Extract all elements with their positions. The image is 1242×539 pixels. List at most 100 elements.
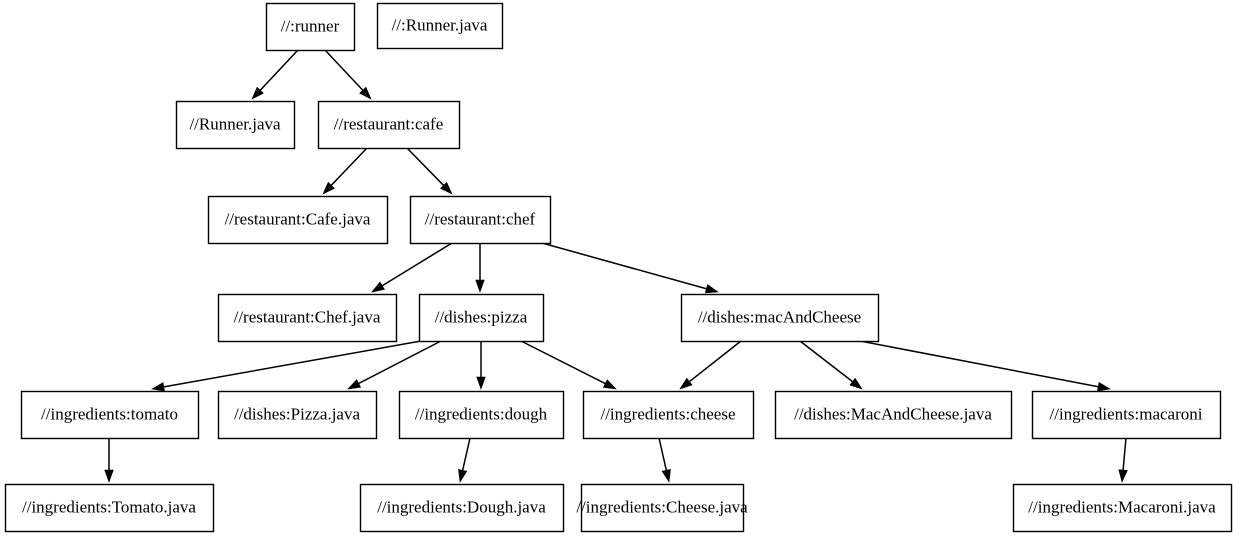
edge-arrowhead <box>476 376 486 390</box>
edge-line <box>358 340 442 385</box>
graph-node-ing_macaroni_java[interactable]: //ingredients:Macaroni.java <box>1012 483 1233 533</box>
node-border <box>217 293 398 343</box>
edge-dishes_pizza-to-ing_cheese <box>520 340 617 390</box>
graph-node-dishes_mac[interactable]: //dishes:macAndCheese <box>680 293 880 343</box>
node-border <box>359 483 565 533</box>
edge-ing_cheese-to-ing_cheese_java <box>658 437 671 483</box>
graph-node-restaurant_cafe_java[interactable]: //restaurant:Cafe.java <box>207 195 389 245</box>
edge-line <box>859 340 1099 388</box>
edge-arrowhead <box>1097 382 1111 392</box>
graph-node-ing_dough[interactable]: //ingredients:dough <box>398 390 565 440</box>
edge-arrowhead <box>679 377 693 390</box>
graph-node-runner_java[interactable]: //Runner.java <box>175 100 296 150</box>
node-label: //ingredients:tomato <box>41 404 178 423</box>
edge-line <box>658 437 668 471</box>
node-label: //ingredients:Cheese.java <box>576 497 748 516</box>
node-label: //restaurant:Chef.java <box>234 307 381 326</box>
graph-node-ing_dough_java[interactable]: //ingredients:Dough.java <box>359 483 565 533</box>
node-border <box>580 483 745 533</box>
node-label: //ingredients:Tomato.java <box>22 497 196 516</box>
edge-runner-to-restaurant_cafe <box>324 49 372 100</box>
edge-line <box>330 147 368 186</box>
graph-node-restaurant_chef_java[interactable]: //restaurant:Chef.java <box>217 293 398 343</box>
edge-arrowhead <box>661 468 671 483</box>
node-border <box>265 2 356 52</box>
node-border <box>582 390 755 440</box>
edge-dishes_pizza-to-ing_dough <box>476 341 486 390</box>
edge-ing_tomato-to-ing_tomato_java <box>104 438 114 483</box>
graph-node-runner[interactable]: //:runner <box>265 2 356 52</box>
edge-dishes_mac-to-ing_macaroni <box>859 340 1111 392</box>
edge-arrowhead <box>440 181 453 195</box>
node-border <box>20 390 200 440</box>
node-label: //restaurant:cafe <box>334 114 444 133</box>
graph-node-runner_java_root[interactable]: //:Runner.java <box>376 2 504 50</box>
node-border <box>398 390 565 440</box>
edge-restaurant_chef-to-restaurant_chef_java <box>371 242 453 293</box>
edge-arrowhead <box>371 281 385 293</box>
edge-line <box>163 340 422 388</box>
edge-arrowhead <box>849 377 863 390</box>
edge-line <box>541 242 707 290</box>
edge-restaurant_chef-to-dishes_pizza <box>475 243 485 293</box>
node-label: //dishes:macAndCheese <box>698 307 861 326</box>
edge-restaurant_chef-to-dishes_mac <box>541 242 719 294</box>
graph-node-dishes_pizza_java[interactable]: //dishes:Pizza.java <box>217 390 378 440</box>
node-label: //Runner.java <box>189 114 281 133</box>
node-label: //ingredients:dough <box>415 404 548 423</box>
node-label: //restaurant:chef <box>425 209 536 228</box>
graph-node-ing_cheese[interactable]: //ingredients:cheese <box>582 390 755 440</box>
node-border <box>376 2 504 50</box>
edge-restaurant_cafe-to-restaurant_chef <box>406 147 453 195</box>
node-label: //ingredients:Macaroni.java <box>1028 497 1216 516</box>
edge-restaurant_cafe-to-restaurant_cafe_java <box>322 147 368 195</box>
edge-line <box>688 340 742 383</box>
edge-line <box>406 147 445 186</box>
graph-node-dishes_mac_java[interactable]: //dishes:MacAndCheese.java <box>774 390 1013 440</box>
edge-arrowhead <box>359 86 372 100</box>
node-border <box>217 390 378 440</box>
edge-dishes_pizza-to-dishes_pizza_java <box>347 340 442 390</box>
edge-ing_dough-to-ing_dough_java <box>458 437 471 483</box>
edge-line <box>520 340 606 385</box>
node-border <box>418 293 545 343</box>
edge-arrowhead <box>475 279 485 293</box>
edge-arrowhead <box>602 379 617 390</box>
node-label: //dishes:pizza <box>435 307 528 326</box>
edge-ing_macaroni-to-ing_macaroni_java <box>1118 437 1128 483</box>
edge-arrowhead <box>322 181 335 195</box>
node-border <box>317 100 461 150</box>
graph-node-ing_cheese_java[interactable]: //ingredients:Cheese.java <box>576 483 748 533</box>
edge-runner-to-runner_java <box>251 49 299 100</box>
node-border <box>1031 390 1222 440</box>
node-label: //:Runner.java <box>392 15 488 34</box>
node-label: //:runner <box>281 16 340 35</box>
edge-line <box>1122 437 1127 471</box>
nodes-layer: //:runner //:Runner.java //Runner.java //re… <box>4 2 1233 533</box>
graph-node-dishes_pizza[interactable]: //dishes:pizza <box>418 293 545 343</box>
graph-node-ing_tomato[interactable]: //ingredients:tomato <box>20 390 200 440</box>
node-border <box>1012 483 1233 533</box>
edge-dishes_mac-to-ing_cheese <box>679 340 742 390</box>
edge-arrowhead <box>1118 469 1128 483</box>
edge-line <box>381 242 453 287</box>
node-label: //dishes:Pizza.java <box>234 404 361 423</box>
edges-layer <box>104 49 1128 483</box>
graph-node-ing_macaroni[interactable]: //ingredients:macaroni <box>1031 390 1222 440</box>
node-border <box>175 100 296 150</box>
graph-node-restaurant_cafe[interactable]: //restaurant:cafe <box>317 100 461 150</box>
graph-node-restaurant_chef[interactable]: //restaurant:chef <box>409 195 552 245</box>
node-label: //ingredients:Dough.java <box>377 497 546 516</box>
edge-line <box>324 49 364 91</box>
edge-line <box>461 437 471 471</box>
node-label: //ingredients:cheese <box>600 404 735 423</box>
edge-line <box>259 49 299 91</box>
edge-arrowhead <box>251 86 264 100</box>
edge-line <box>799 340 853 383</box>
graph-node-ing_tomato_java[interactable]: //ingredients:Tomato.java <box>4 483 215 533</box>
node-border <box>409 195 552 245</box>
node-border <box>774 390 1013 440</box>
node-label: //dishes:MacAndCheese.java <box>794 404 992 423</box>
